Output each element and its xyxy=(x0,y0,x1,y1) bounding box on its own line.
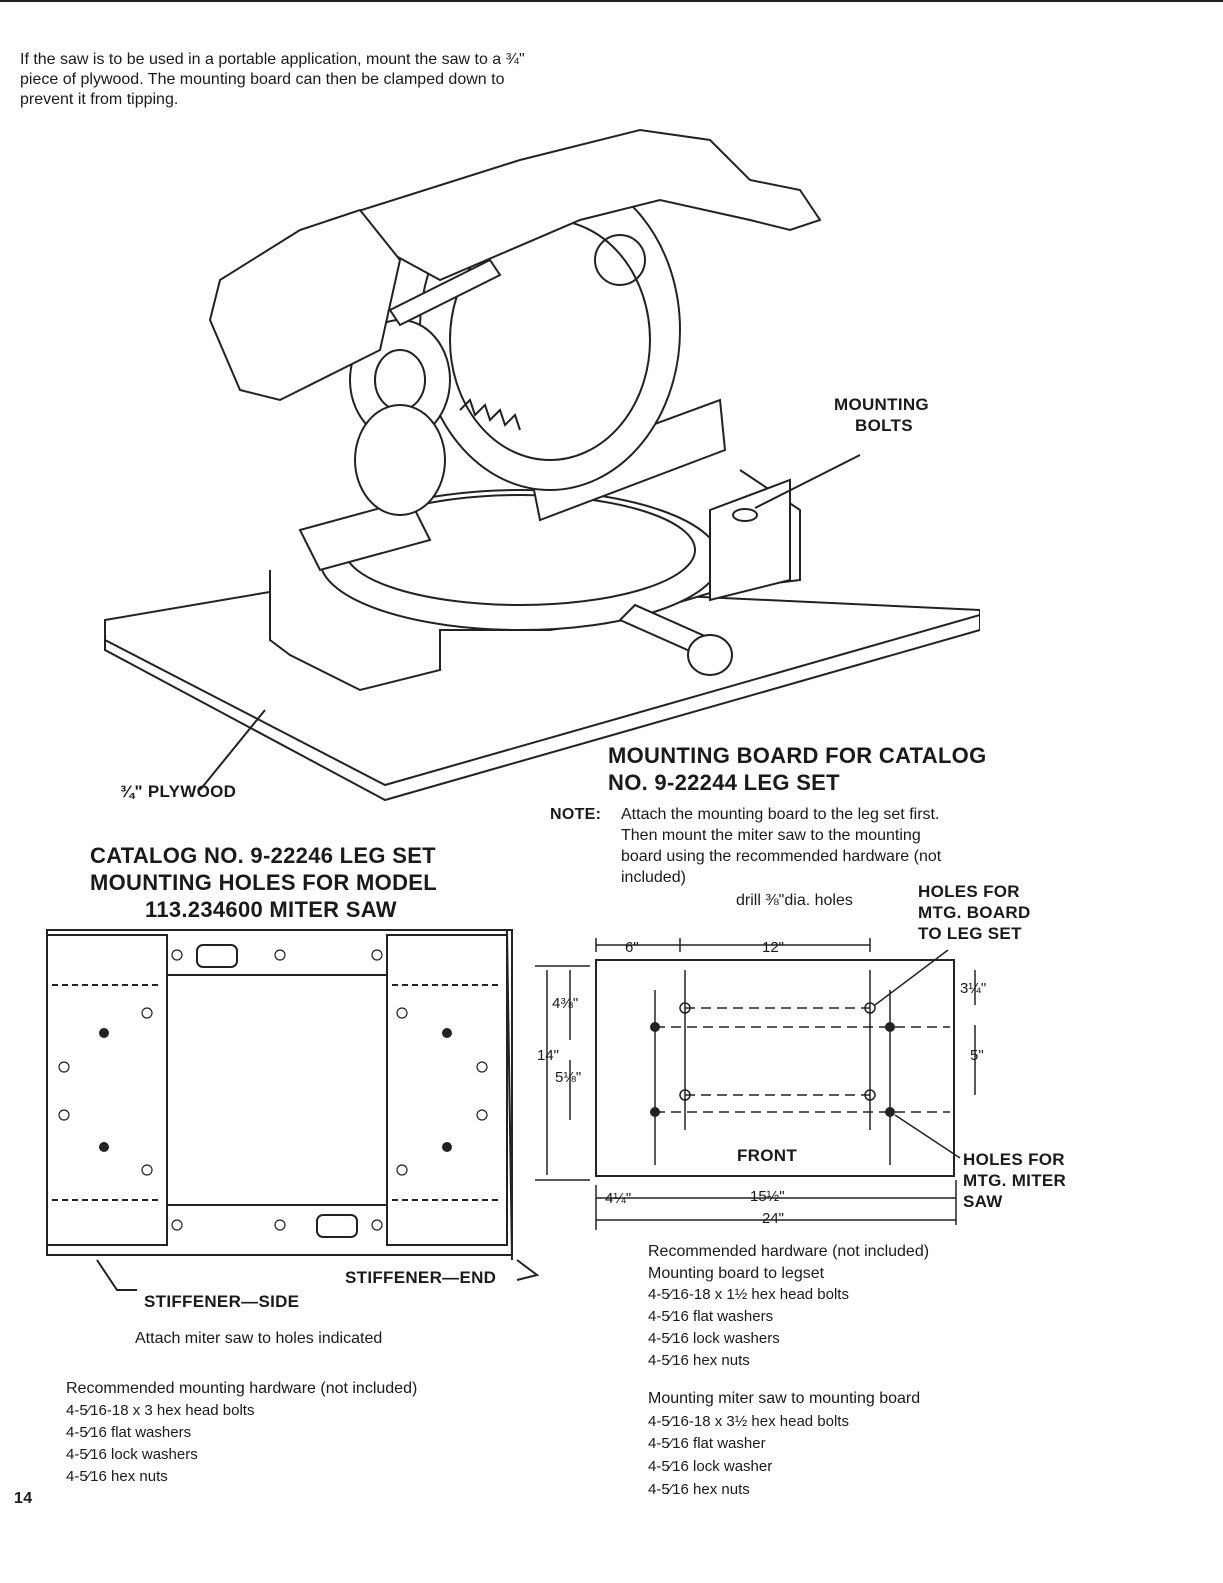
dim-4-1-4: 4¼" xyxy=(605,1190,632,1207)
left-hardware-title: Recommended mounting hardware (not inclu… xyxy=(66,1380,418,1397)
holes-saw-label-2: MTG. MITER xyxy=(963,1171,1067,1190)
holes-saw-label-1: HOLES FOR xyxy=(963,1150,1065,1169)
mounting-board-diagram xyxy=(535,938,976,1230)
left-hardware-item: 4-5⁄16 lock washers xyxy=(66,1446,198,1463)
hw1-item: 4-5⁄16 lock washers xyxy=(648,1330,780,1347)
note-label: NOTE: xyxy=(550,806,602,823)
left-hardware-item: 4-5⁄16-18 x 3 hex head bolts xyxy=(66,1402,255,1419)
miter-saw-illustration xyxy=(104,128,980,802)
hw1-sub: Mounting board to legset xyxy=(648,1265,825,1282)
dim-4-3-8: 4⅜" xyxy=(552,995,579,1012)
left-title-line2: MOUNTING HOLES FOR MODEL xyxy=(90,870,437,895)
note-line2: Then mount the miter saw to the mounting xyxy=(621,827,921,844)
leg-set-diagram xyxy=(46,929,540,1291)
left-hardware-item: 4-5⁄16 flat washers xyxy=(66,1424,192,1441)
hw2-title: Mounting miter saw to mounting board xyxy=(648,1390,921,1407)
holes-saw-label-3: SAW xyxy=(963,1192,1003,1211)
dim-5-1-8: 5⅛" xyxy=(555,1069,582,1086)
plywood-label: ¾" PLYWOOD xyxy=(120,782,237,801)
note-line3: board using the recommended hardware (no… xyxy=(621,848,942,865)
hw1-title: Recommended hardware (not included) xyxy=(648,1243,930,1260)
left-hardware-item: 4-5⁄16 hex nuts xyxy=(66,1468,168,1485)
hw2-item: 4-5⁄16 lock washer xyxy=(648,1458,773,1475)
attach-note: Attach miter saw to holes indicated xyxy=(135,1330,383,1347)
page-number: 14 xyxy=(14,1490,33,1507)
holes-board-label-2: MTG. BOARD xyxy=(918,903,1031,922)
dim-3-1-4: 3¼" xyxy=(960,980,987,997)
drill-note: drill ⅜"dia. holes xyxy=(736,892,853,909)
intro-paragraph: If the saw is to be used in a portable a… xyxy=(20,51,525,108)
mounting-bolts-label-2: BOLTS xyxy=(855,416,913,435)
note-line4: included) xyxy=(621,869,686,886)
right-title-line2: NO. 9-22244 LEG SET xyxy=(608,770,840,795)
hw2-item: 4-5⁄16 flat washer xyxy=(648,1435,766,1452)
right-title-line1: MOUNTING BOARD FOR CATALOG xyxy=(608,743,987,768)
mounting-bolts-label-1: MOUNTING xyxy=(834,395,929,414)
stiffener-end-label: STIFFENER—END xyxy=(345,1268,497,1287)
holes-board-label-1: HOLES FOR xyxy=(918,882,1020,901)
dim-12: 12" xyxy=(762,939,785,956)
dim-24: 24" xyxy=(762,1210,785,1227)
hw2-item: 4-5⁄16 hex nuts xyxy=(648,1481,750,1498)
hw1-item: 4-5⁄16-18 x 1½ hex head bolts xyxy=(648,1286,849,1303)
front-label: FRONT xyxy=(737,1146,798,1165)
holes-board-label-3: TO LEG SET xyxy=(918,924,1022,943)
dim-5: 5" xyxy=(970,1047,984,1064)
top-rule xyxy=(0,0,1223,2)
hw2-item: 4-5⁄16-18 x 3½ hex head bolts xyxy=(648,1413,849,1430)
hw1-item: 4-5⁄16 hex nuts xyxy=(648,1352,750,1369)
left-title-line3: 113.234600 MITER SAW xyxy=(145,897,397,922)
left-title-line1: CATALOG NO. 9-22246 LEG SET xyxy=(90,843,436,868)
dim-15-1-2: 15½" xyxy=(750,1188,785,1205)
dim-6: 6" xyxy=(625,939,639,956)
note-line1: Attach the mounting board to the leg set… xyxy=(621,806,940,823)
hw1-item: 4-5⁄16 flat washers xyxy=(648,1308,774,1325)
stiffener-side-label: STIFFENER—SIDE xyxy=(144,1292,300,1311)
dim-14: 14" xyxy=(537,1047,560,1064)
